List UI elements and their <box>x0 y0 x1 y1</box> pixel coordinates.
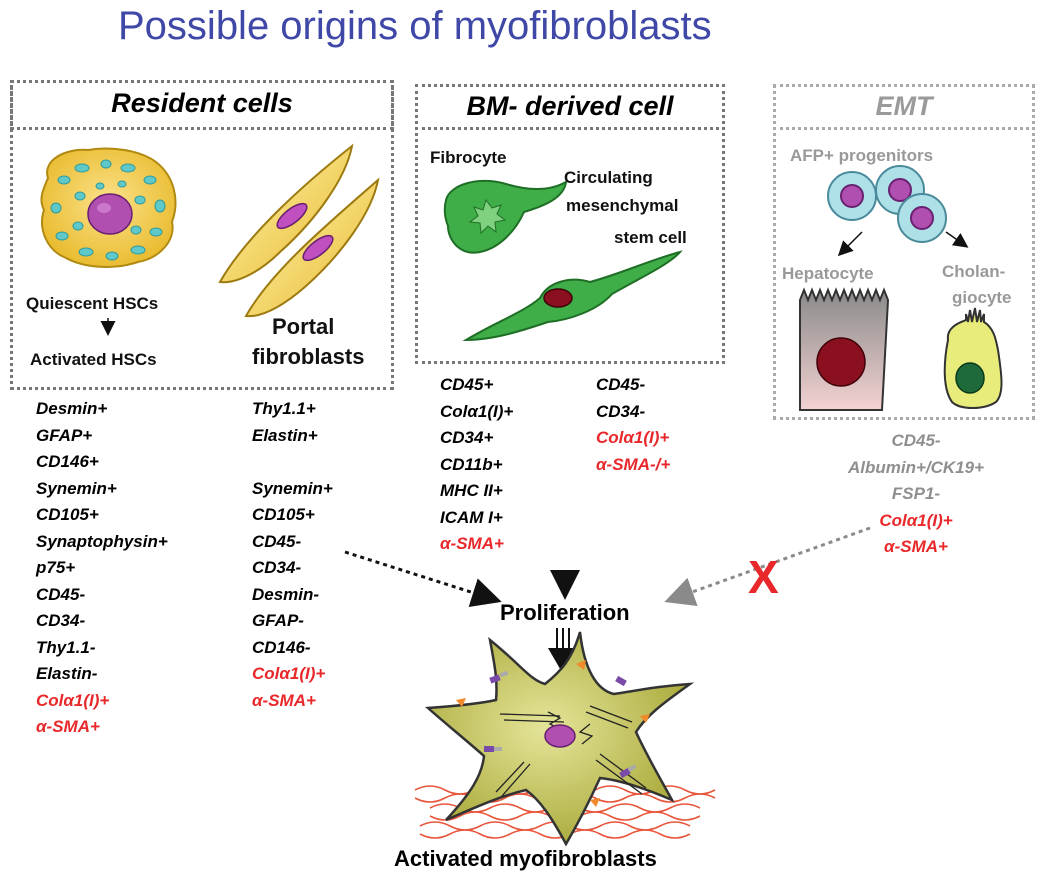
msc-illustration <box>462 250 683 342</box>
blocked-x-mark: X <box>748 551 779 603</box>
fibrocyte-marker-list: CD45+ Colα1(I)+ CD34+ CD11b+ MHC II+ ICA… <box>440 372 513 558</box>
hepatocyte-illustration <box>799 287 890 411</box>
marker-red: Colα1(I)+ <box>36 690 110 710</box>
marker: CD45- <box>891 431 941 450</box>
marker: Thy1.1- <box>36 637 96 657</box>
hsc-cell-illustration <box>40 147 177 268</box>
marker-red: Colα1(I)+ <box>252 664 326 683</box>
activated-myofibroblasts-label: Activated myofibroblasts <box>394 846 657 871</box>
marker: GFAP- <box>252 611 304 630</box>
to-hepatocyte-arrow <box>837 231 863 257</box>
marker: ICAM I+ <box>440 507 503 527</box>
marker: Desmin+ <box>36 399 108 418</box>
afp-progenitors-illustration <box>827 165 947 243</box>
proliferation-label: Proliferation <box>500 600 630 625</box>
marker: Colα1(I)+ <box>440 401 514 421</box>
marker: Thy1.1+ <box>252 399 316 418</box>
marker: CD45- <box>252 531 302 551</box>
marker: GFAP+ <box>36 425 93 445</box>
marker: CD34+ <box>440 428 494 447</box>
marker: FSP1- <box>891 484 941 503</box>
cholangiocyte-label-line2: giocyte <box>952 288 1012 307</box>
resident-cells-header-box <box>10 80 394 130</box>
marker: CD34- <box>596 401 646 421</box>
marker: CD45- <box>596 375 646 394</box>
marker: MHC II+ <box>440 481 503 500</box>
marker-spacer <box>252 449 333 476</box>
resident-to-proliferation-arrow <box>344 550 502 608</box>
msc-label-line3: stem cell <box>614 228 687 247</box>
marker-red: α-SMA+ <box>440 534 504 553</box>
marker: Elastin+ <box>252 425 318 445</box>
portal-marker-list: Thy1.1+ Elastin+ Synemin+ CD105+ CD45- C… <box>252 396 333 714</box>
afp-progenitors-label: AFP+ progenitors <box>790 146 934 165</box>
marker-red: α-SMA+ <box>884 537 948 556</box>
marker-red: α-SMA-/+ <box>596 454 671 474</box>
marker: CD105+ <box>252 505 315 524</box>
hsc-marker-list: Desmin+ GFAP+ CD146+ Synemin+ CD105+ Syn… <box>36 396 168 741</box>
resident-cells-header: Resident cells <box>111 88 293 118</box>
portal-fibroblast-illustration <box>218 143 380 318</box>
marker: CD11b+ <box>440 454 503 474</box>
marker: Synaptophysin+ <box>36 531 168 551</box>
page-title: Possible origins of myofibroblasts <box>118 4 712 48</box>
marker: p75+ <box>36 558 76 577</box>
marker: CD45- <box>36 584 86 604</box>
to-cholangiocyte-arrow <box>945 231 969 248</box>
marker: Synemin+ <box>36 478 117 498</box>
msc-label-line1: Circulating <box>564 168 653 187</box>
marker: Desmin- <box>252 584 320 604</box>
portal-label-line2: fibroblasts <box>252 344 365 369</box>
portal-label-line1: Portal <box>272 314 335 339</box>
emt-header-box <box>773 84 1035 130</box>
marker: Albumin+/CK19+ <box>847 457 985 477</box>
quiescent-hscs-label: Quiescent HSCs <box>26 294 159 313</box>
marker-red: Colα1(I)+ <box>596 428 670 447</box>
msc-label-line2: mesenchymal <box>566 196 679 215</box>
marker: CD34- <box>36 611 86 630</box>
receptor-marks <box>456 660 650 807</box>
marker-red: α-SMA+ <box>252 690 316 710</box>
bm-derived-header: BM- derived cell <box>466 91 674 121</box>
hepatocyte-label: Hepatocyte <box>782 264 874 283</box>
marker: Elastin- <box>36 664 98 683</box>
emt-header: EMT <box>875 91 933 121</box>
marker: CD146+ <box>36 452 99 471</box>
marker-red: α-SMA+ <box>36 717 100 736</box>
fibrocyte-label: Fibrocyte <box>430 148 507 167</box>
bm-derived-header-box <box>415 84 725 130</box>
fibrocyte-illustration <box>443 179 568 254</box>
activated-hscs-label: Activated HSCs <box>30 350 157 369</box>
msc-marker-list: CD45- CD34- Colα1(I)+ α-SMA-/+ <box>596 372 670 478</box>
marker: CD45+ <box>440 375 494 394</box>
emt-to-proliferation-arrow <box>664 526 871 606</box>
marker: CD34- <box>252 558 302 577</box>
marker: CD105+ <box>36 505 99 524</box>
cholangiocyte-label-line1: Cholan- <box>942 262 1006 281</box>
marker: CD146- <box>252 637 311 657</box>
marker-red: Colα1(I)+ <box>879 510 953 530</box>
emt-marker-list: CD45- Albumin+/CK19+ FSP1- Colα1(I)+ α-S… <box>816 428 1016 561</box>
marker: Synemin+ <box>252 478 333 498</box>
cholangiocyte-illustration <box>943 307 1003 409</box>
myofibroblast-illustration <box>424 631 695 847</box>
